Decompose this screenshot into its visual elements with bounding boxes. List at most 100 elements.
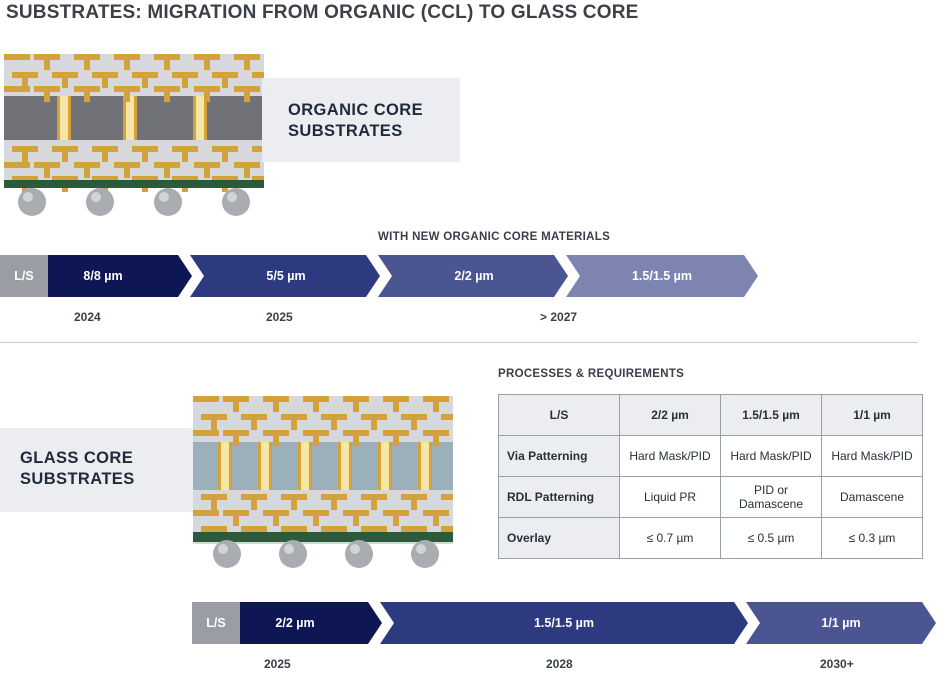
- copper-trace: [234, 86, 260, 92]
- copper-trace: [132, 72, 158, 78]
- micro-via: [433, 436, 439, 446]
- table-header-cell: 2/2 µm: [619, 394, 721, 436]
- copper-trace: [241, 494, 267, 500]
- through-via: [261, 442, 269, 490]
- copper-trace: [441, 526, 453, 532]
- micro-via: [164, 92, 170, 102]
- through-via: [341, 442, 349, 490]
- micro-via: [44, 92, 50, 102]
- copper-trace: [4, 54, 30, 60]
- copper-trace: [74, 54, 100, 60]
- organic-step-1-label: 8/8 µm: [83, 269, 123, 283]
- glass-ls-cell: [192, 602, 240, 644]
- table-header-cell: 1.5/1.5 µm: [720, 394, 822, 436]
- solder-bump: [213, 540, 241, 568]
- copper-trace: [194, 54, 220, 60]
- copper-trace: [114, 162, 140, 168]
- copper-trace: [401, 494, 427, 500]
- micro-via: [62, 78, 68, 88]
- micro-via: [273, 402, 279, 412]
- micro-via: [142, 152, 148, 162]
- copper-trace: [114, 86, 140, 92]
- micro-via: [251, 420, 257, 430]
- through-via: [126, 96, 134, 140]
- copper-trace: [361, 526, 387, 532]
- micro-via: [211, 500, 217, 510]
- solder-bump: [86, 188, 114, 216]
- copper-trace: [281, 494, 307, 500]
- copper-trace: [193, 396, 219, 402]
- micro-via: [204, 92, 210, 102]
- copper-trace: [401, 414, 427, 420]
- micro-via: [291, 500, 297, 510]
- copper-trace: [234, 162, 260, 168]
- glass-substrate-illustration: [193, 396, 453, 568]
- through-via: [301, 442, 309, 490]
- micro-via: [142, 78, 148, 88]
- copper-trace: [12, 146, 38, 152]
- copper-trace: [343, 430, 369, 436]
- solder-bump-highlight: [91, 192, 101, 202]
- micro-via: [164, 60, 170, 70]
- copper-trace: [132, 146, 158, 152]
- copper-trace: [423, 396, 449, 402]
- micro-via: [233, 402, 239, 412]
- row-label: RDL Patterning: [498, 476, 620, 518]
- micro-via: [393, 516, 399, 526]
- table-header-row: L/S 2/2 µm 1.5/1.5 µm 1/1 µm: [498, 394, 923, 436]
- micro-via: [211, 420, 217, 430]
- table-cell: Hard Mask/PID: [821, 435, 923, 477]
- copper-trace: [4, 86, 30, 92]
- micro-via: [44, 60, 50, 70]
- table-cell: Hard Mask/PID: [619, 435, 721, 477]
- solder-bump: [222, 188, 250, 216]
- copper-trace: [441, 414, 453, 420]
- table-cell: ≤ 0.7 µm: [619, 517, 721, 559]
- solder-bump: [411, 540, 439, 568]
- copper-trace: [263, 396, 289, 402]
- copper-trace: [132, 176, 158, 182]
- copper-trace: [343, 396, 369, 402]
- micro-via: [233, 436, 239, 446]
- micro-via: [22, 152, 28, 162]
- micro-via: [313, 402, 319, 412]
- micro-via: [182, 78, 188, 88]
- copper-trace: [303, 510, 329, 516]
- micro-via: [204, 60, 210, 70]
- micro-via: [244, 92, 250, 102]
- micro-via: [44, 168, 50, 178]
- micro-via: [371, 500, 377, 510]
- through-via: [381, 442, 389, 490]
- micro-via: [62, 152, 68, 162]
- copper-trace: [201, 494, 227, 500]
- organic-year-3: > 2027: [540, 310, 578, 324]
- organic-step-3: [378, 255, 568, 297]
- solder-bump-highlight: [218, 544, 228, 554]
- copper-trace: [52, 176, 78, 182]
- micro-via: [124, 168, 130, 178]
- micro-via: [102, 152, 108, 162]
- organic-substrate-illustration: [4, 54, 264, 216]
- solder-bump-highlight: [416, 544, 426, 554]
- copper-trace: [212, 176, 238, 182]
- copper-trace: [252, 146, 264, 152]
- micro-via: [393, 436, 399, 446]
- copper-trace: [34, 54, 60, 60]
- table-header-cell: 1/1 µm: [821, 394, 923, 436]
- table-cell: Liquid PR: [619, 476, 721, 518]
- table-cell: Hard Mask/PID: [720, 435, 822, 477]
- organic-ls-label: L/S: [14, 269, 34, 283]
- glass-step-3: [746, 602, 936, 644]
- section-divider: [0, 342, 918, 343]
- glass-step-2-label: 1.5/1.5 µm: [533, 616, 595, 630]
- glass-core: [193, 442, 453, 490]
- copper-trace: [193, 510, 219, 516]
- copper-trace: [154, 54, 180, 60]
- organic-label-line2: SUBSTRATES: [288, 122, 403, 140]
- copper-trace: [12, 72, 38, 78]
- copper-trace: [194, 86, 220, 92]
- solder-bump-highlight: [227, 192, 237, 202]
- copper-trace: [12, 176, 38, 182]
- organic-step-2-label: 5/5 µm: [266, 269, 306, 283]
- micro-via: [182, 152, 188, 162]
